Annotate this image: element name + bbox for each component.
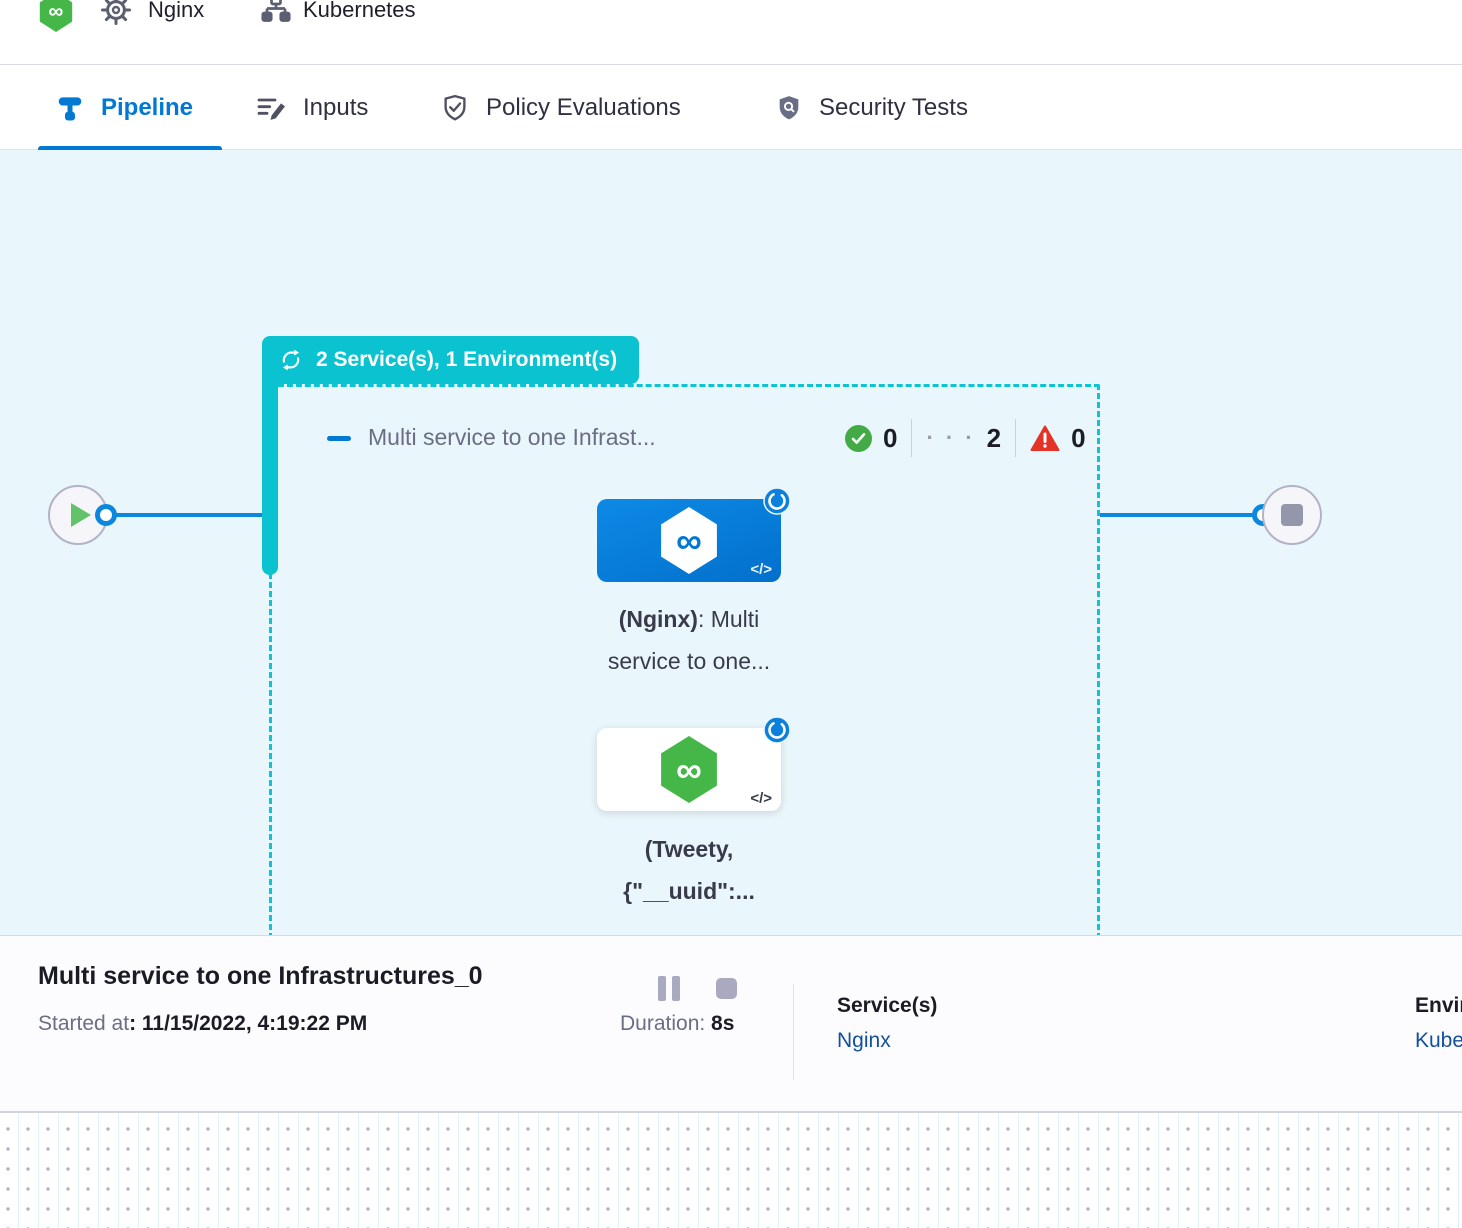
tab-policy-evaluations[interactable]: Policy Evaluations: [440, 65, 681, 150]
active-tab-indicator: [38, 146, 222, 151]
duration-row: Duration: 8s: [620, 1012, 734, 1036]
stage-name[interactable]: Multi service to one Infrast...: [368, 424, 656, 450]
tab-policy-evaluations-label: Policy Evaluations: [486, 93, 681, 121]
breadcrumb-header: ∞ Nginx Kubernetes: [0, 0, 1462, 65]
shield-check-icon: [444, 94, 466, 120]
success-count: 0: [883, 422, 898, 453]
duration-label: Duration:: [620, 1012, 712, 1035]
running-status-icon: · · ·: [926, 425, 976, 450]
services-link[interactable]: Nginx: [837, 1029, 891, 1052]
kubernetes-cluster-icon: [261, 0, 291, 22]
gear-icon: [101, 0, 131, 25]
tab-inputs[interactable]: Inputs: [255, 65, 368, 150]
success-status-icon: [845, 424, 872, 452]
pipeline-node-tweety[interactable]: ∞ </>: [597, 716, 791, 811]
started-at-value: : 11/15/2022, 4:19:22 PM: [129, 1012, 368, 1035]
pause-execution-button[interactable]: [658, 976, 680, 1001]
pipeline-end-node[interactable]: [1262, 485, 1322, 545]
inputs-icon: [257, 98, 285, 120]
edge-start-to-stage: [105, 513, 263, 517]
tab-security-tests-label: Security Tests: [819, 93, 968, 121]
started-at-row: Started at: 11/15/2022, 4:19:22 PM: [38, 1012, 367, 1036]
running-spinner-badge: [763, 716, 791, 744]
services-label: Service(s): [837, 994, 938, 1017]
stage-group-badge-label: 2 Service(s), 1 Environment(s): [316, 348, 618, 371]
failed-status-icon: [1030, 425, 1060, 451]
duration-value: 8s: [711, 1012, 735, 1035]
pipeline-canvas[interactable]: 2 Service(s), 1 Environment(s) Multi ser…: [0, 150, 1462, 1002]
log-console-grid-area[interactable]: [0, 1111, 1462, 1228]
divider: [793, 984, 794, 1080]
shield-scan-icon: [779, 95, 799, 119]
harness-step-icon: ∞: [661, 507, 717, 574]
execution-title: Multi service to one Infrastructures_0: [38, 962, 483, 990]
node-tweety-label: (Tweety, {"__uuid":...: [623, 836, 755, 904]
tab-pipeline[interactable]: Pipeline: [55, 65, 193, 150]
stage-group-badge[interactable]: 2 Service(s), 1 Environment(s): [262, 336, 640, 384]
running-spinner-badge: [763, 487, 791, 515]
environments-link[interactable]: Kubernetes: [1415, 1029, 1462, 1052]
divider: [911, 419, 913, 457]
execution-summary-bar: Multi service to one Infrastructures_0 S…: [0, 935, 1462, 1111]
breadcrumb-environment-name[interactable]: Kubernetes: [303, 0, 416, 22]
node-nginx-label: (Nginx): Multi service to one...: [583, 598, 795, 682]
pipeline-start-node[interactable]: [48, 485, 108, 545]
stage-group-leftbar: [262, 383, 278, 575]
pipeline-icon: [58, 96, 82, 120]
environments-label: Environment(s): [1415, 994, 1462, 1017]
play-icon: [71, 503, 91, 527]
node-nginx-label-rest: : Multi service to one...: [607, 606, 771, 674]
tab-pipeline-label: Pipeline: [101, 93, 194, 121]
started-at-label: Started at: [38, 1012, 130, 1035]
stop-execution-button[interactable]: [716, 978, 737, 999]
code-glyph-icon: </>: [750, 790, 772, 807]
divider: [1015, 419, 1017, 457]
running-count: 2: [986, 422, 1002, 453]
collapse-stage-button[interactable]: [327, 436, 351, 441]
loop-icon: [282, 349, 300, 371]
stage-status-counts: 0 · · · 2 0: [845, 418, 1086, 458]
tab-inputs-label: Inputs: [303, 93, 369, 121]
tab-security-tests[interactable]: Security Tests: [775, 65, 968, 150]
stop-icon: [1281, 504, 1303, 526]
edge-stage-to-end: [1100, 513, 1262, 517]
node-nginx-label-bold: (Nginx): [618, 606, 698, 632]
harness-step-icon: ∞: [661, 736, 717, 803]
harness-service-icon: ∞: [39, 0, 73, 32]
pipeline-node-nginx[interactable]: ∞ </>: [597, 487, 791, 582]
breadcrumb-service-name[interactable]: Nginx: [148, 0, 205, 22]
view-tabbar: Pipeline Inputs Policy Evaluations Secur…: [0, 65, 1462, 151]
code-glyph-icon: </>: [750, 561, 772, 578]
edge-connector-dot-start: [95, 504, 117, 526]
failed-count: 0: [1071, 422, 1086, 453]
